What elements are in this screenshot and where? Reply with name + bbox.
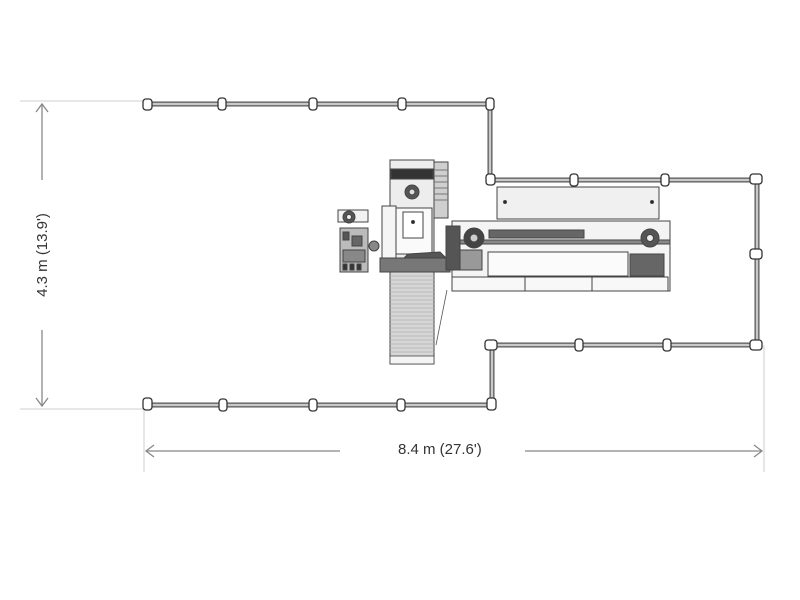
extension-lines — [20, 100, 765, 472]
fence-posts — [142, 97, 763, 412]
height-dimension — [35, 102, 49, 408]
width-dimension-label: 8.4 m (27.6') — [390, 441, 490, 458]
height-dimension-label: 4.3 m (13.9') — [34, 207, 51, 303]
safety-fence — [148, 101, 760, 408]
main-machine-body — [368, 159, 451, 273]
linear-transfer-unit — [445, 186, 671, 292]
infeed-conveyor — [389, 267, 448, 365]
control-panel — [337, 209, 369, 273]
width-dimension — [144, 444, 764, 458]
